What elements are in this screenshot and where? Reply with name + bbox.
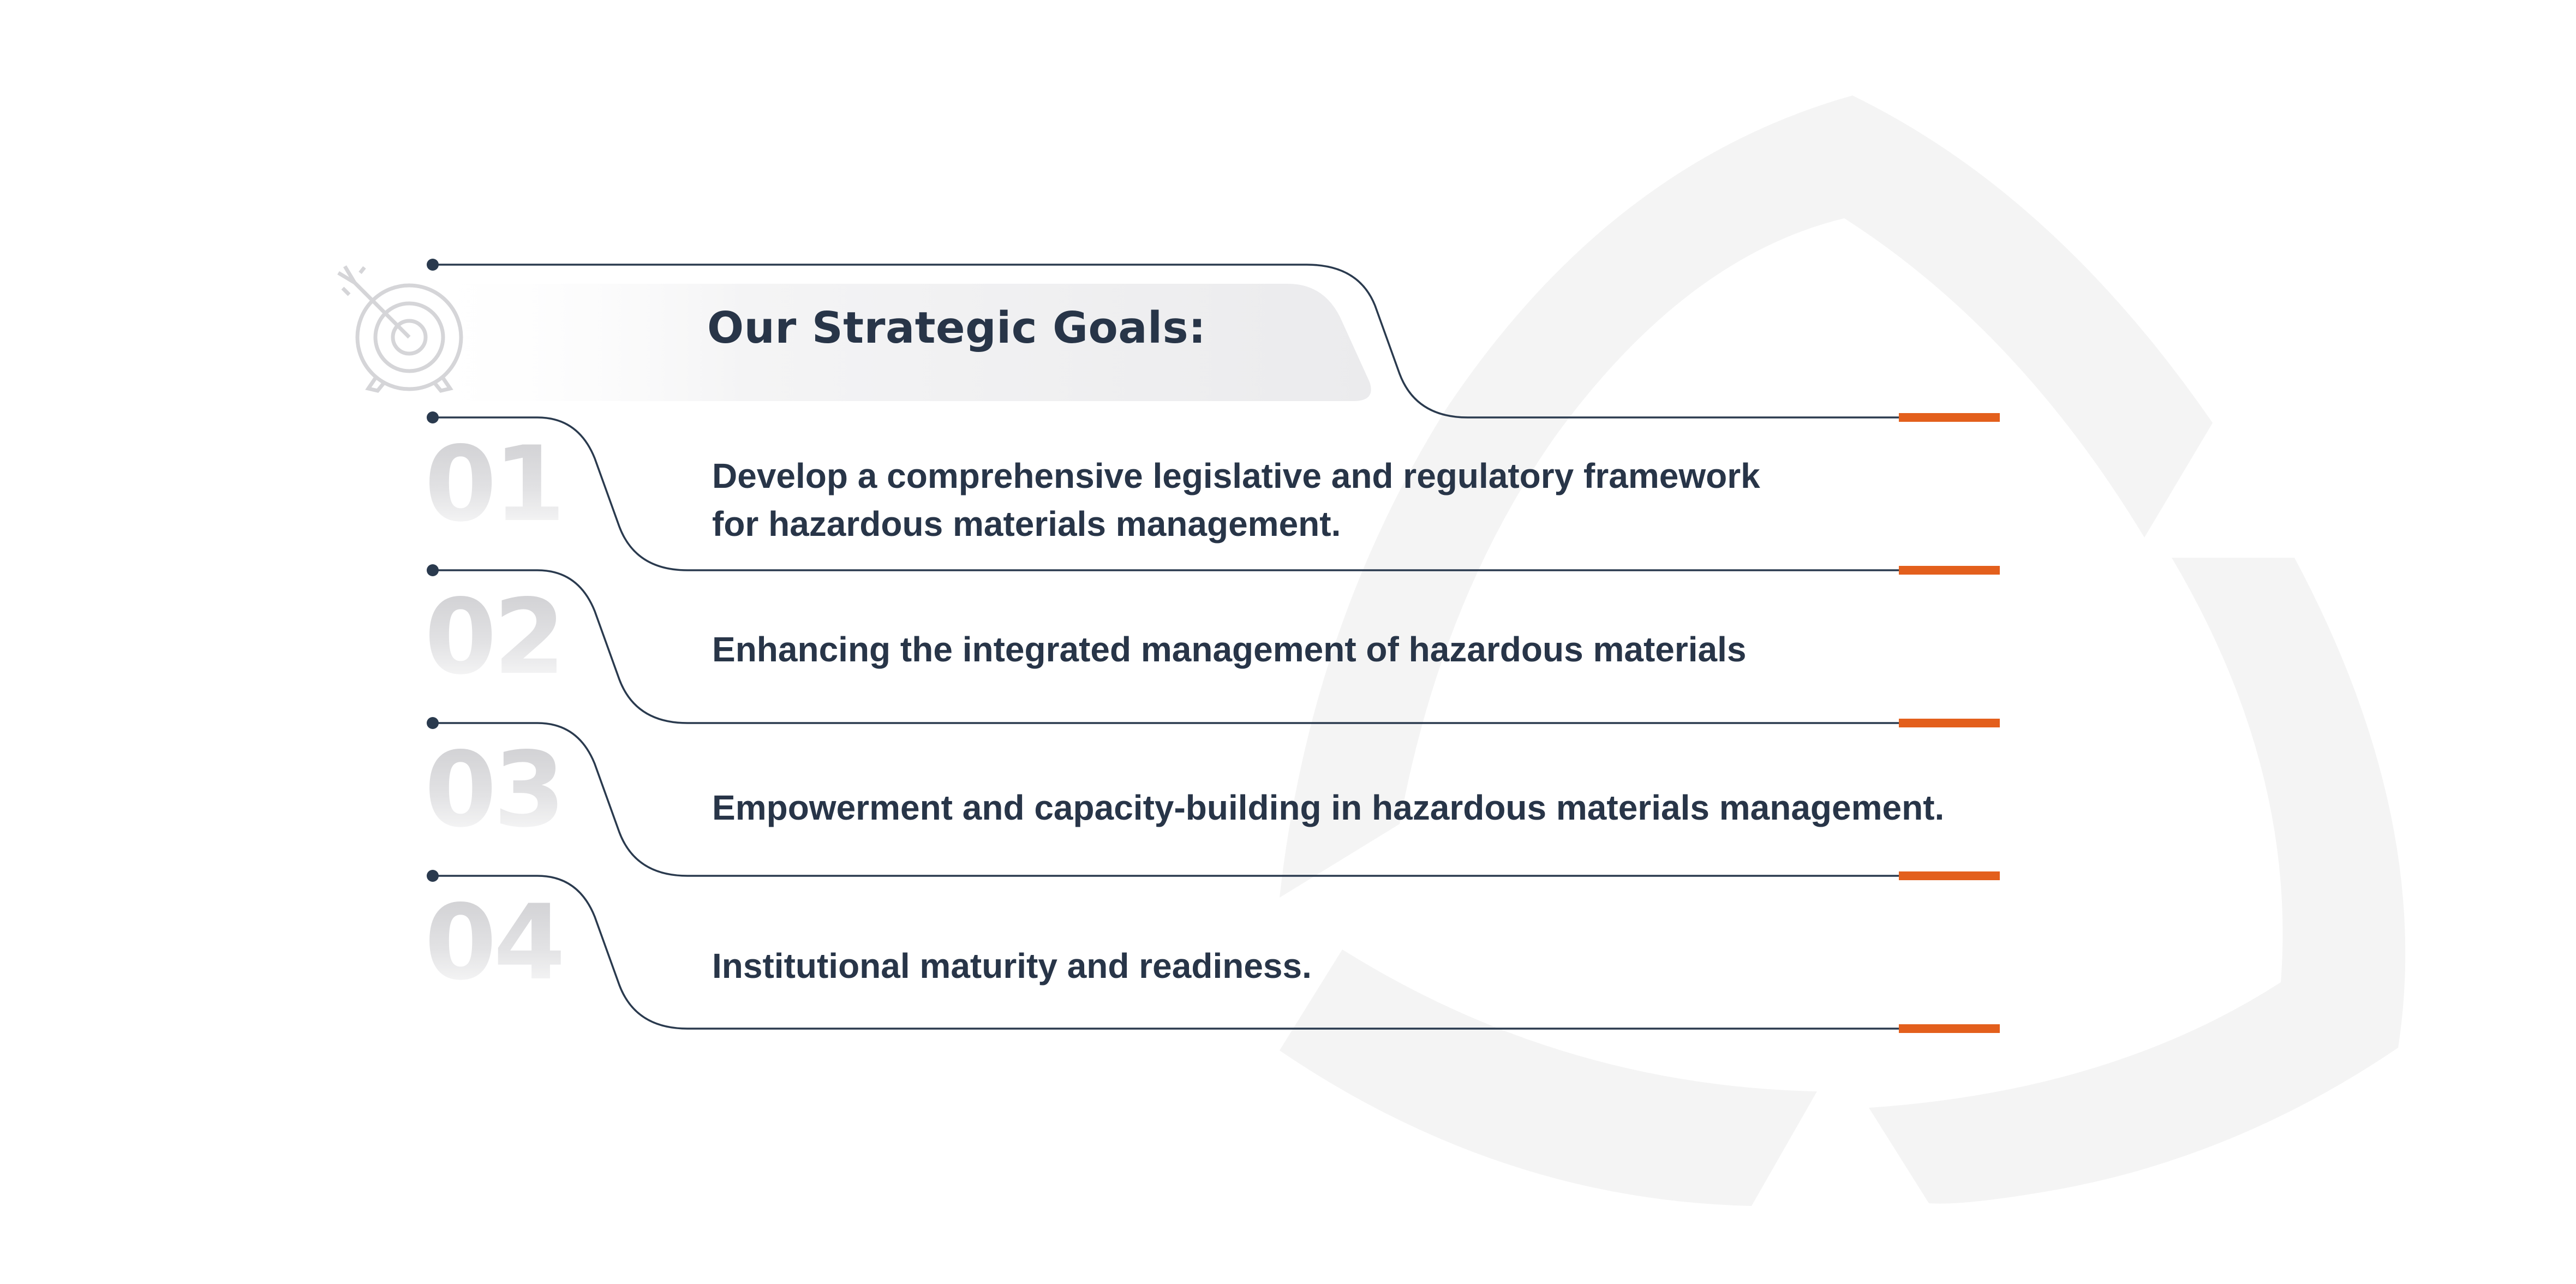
goal-text-04-line-1: Institutional maturity and readiness. <box>712 946 1312 986</box>
goal-text-01-line-1: Develop a comprehensive legislative and … <box>712 456 1760 495</box>
page-title: Our Strategic Goals: <box>707 303 1206 353</box>
target-icon <box>337 265 463 393</box>
goal-text-03-line-1: Empowerment and capacity-building in haz… <box>712 788 1945 827</box>
goal-number-01: 01 <box>425 424 565 545</box>
goal-text-01-line-2: for hazardous materials management. <box>712 504 1341 544</box>
goal-text-04: Institutional maturity and readiness. <box>712 942 1312 990</box>
goal-text-02: Enhancing the integrated management of h… <box>712 625 1747 673</box>
goal-text-02-line-1: Enhancing the integrated management of h… <box>712 630 1747 669</box>
goal-number-04: 04 <box>425 882 565 1003</box>
goal-number-02: 02 <box>425 577 565 697</box>
goal-number-03: 03 <box>425 730 565 850</box>
goal-text-03: Empowerment and capacity-building in haz… <box>712 784 1944 832</box>
title-banner <box>407 284 1371 401</box>
goal-text-01: Develop a comprehensive legislative and … <box>712 452 1760 548</box>
